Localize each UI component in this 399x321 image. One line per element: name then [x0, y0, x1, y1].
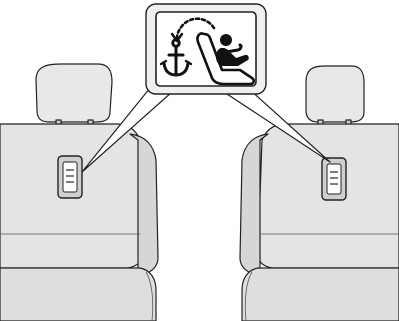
callout-box [146, 4, 266, 94]
left-seat [0, 64, 158, 321]
right-tether-anchor-cover [322, 158, 346, 200]
right-headrest [306, 66, 364, 122]
right-seat-cushion [242, 268, 399, 321]
left-headrest [36, 64, 112, 122]
left-seat-cushion [0, 268, 156, 321]
left-tether-anchor-cover [58, 156, 82, 198]
